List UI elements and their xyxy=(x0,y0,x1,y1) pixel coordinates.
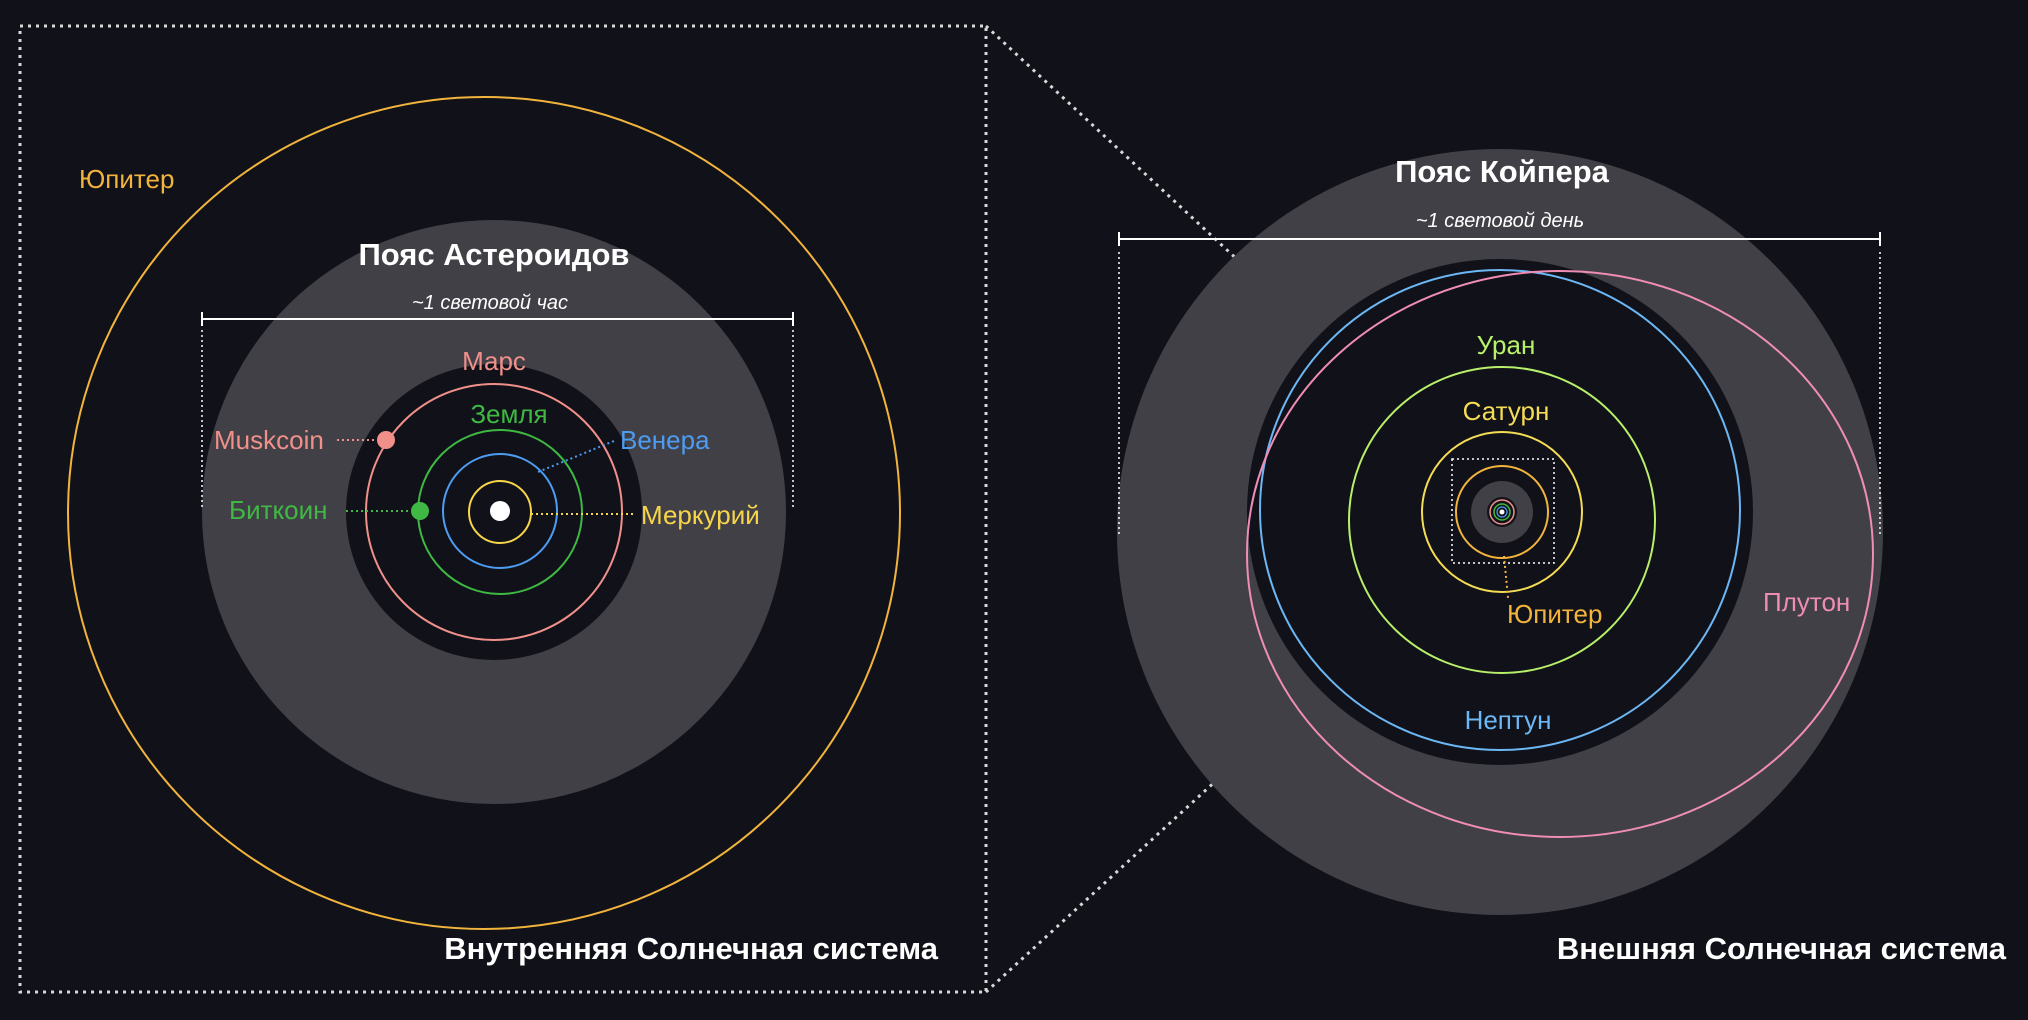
neptune-label: Нептун xyxy=(1465,705,1552,735)
outer-zoom-box xyxy=(1451,458,1555,564)
bitcoin-body xyxy=(411,502,429,520)
saturn-orbit xyxy=(1421,431,1583,593)
inner-solar-system: Юпитер Пояс Астероидов ~1 световой час М… xyxy=(67,96,939,966)
mini-earth-orbit xyxy=(1493,503,1511,521)
earth-label: Земля xyxy=(470,399,547,429)
sun xyxy=(490,501,510,521)
uranus-orbit xyxy=(1348,366,1656,674)
venus-orbit xyxy=(442,453,558,569)
mercury-orbit xyxy=(468,480,532,544)
zoom-connector-top xyxy=(984,24,1455,462)
mini-mars-orbit xyxy=(1489,499,1515,525)
inner-jupiter-label: Юпитер xyxy=(79,164,174,194)
saturn-label: Сатурн xyxy=(1463,396,1550,426)
mercury-label: Меркурий xyxy=(641,500,760,530)
jupiter-orbit-inner xyxy=(67,96,901,930)
inner-span-label: ~1 световой час xyxy=(412,292,568,314)
mini-sun xyxy=(1499,509,1505,515)
uranus-label: Уран xyxy=(1477,330,1536,360)
outer-solar-system: Пояс Койпера ~1 световой день Уран Сатур… xyxy=(1117,149,2007,966)
outer-span-label: ~1 световой день xyxy=(1416,210,1584,232)
asteroid-belt-label: Пояс Астероидов xyxy=(359,237,630,272)
venus-label: Венера xyxy=(620,425,710,455)
muskcoin-label: Muskcoin xyxy=(214,425,324,455)
venus-leader xyxy=(537,440,615,473)
inner-section-title: Внутренняя Солнечная система xyxy=(444,931,939,966)
muskcoin-body xyxy=(377,431,395,449)
inner-zoom-frame xyxy=(18,24,988,994)
pluto-label: Плутон xyxy=(1763,587,1850,617)
outer-section-title: Внешняя Солнечная система xyxy=(1557,931,2007,966)
bitcoin-label: Биткоин xyxy=(229,495,328,525)
pluto-orbit xyxy=(1246,270,1874,838)
outer-jupiter-leader xyxy=(1503,555,1509,599)
kuiper-belt-label: Пояс Койпера xyxy=(1395,154,1610,189)
outer-jupiter-label: Юпитер xyxy=(1507,599,1602,629)
mini-venus-orbit xyxy=(1496,506,1508,518)
neptune-orbit xyxy=(1259,269,1741,751)
outer-jupiter-orbit xyxy=(1455,465,1549,559)
mars-label: Марс xyxy=(462,346,526,376)
